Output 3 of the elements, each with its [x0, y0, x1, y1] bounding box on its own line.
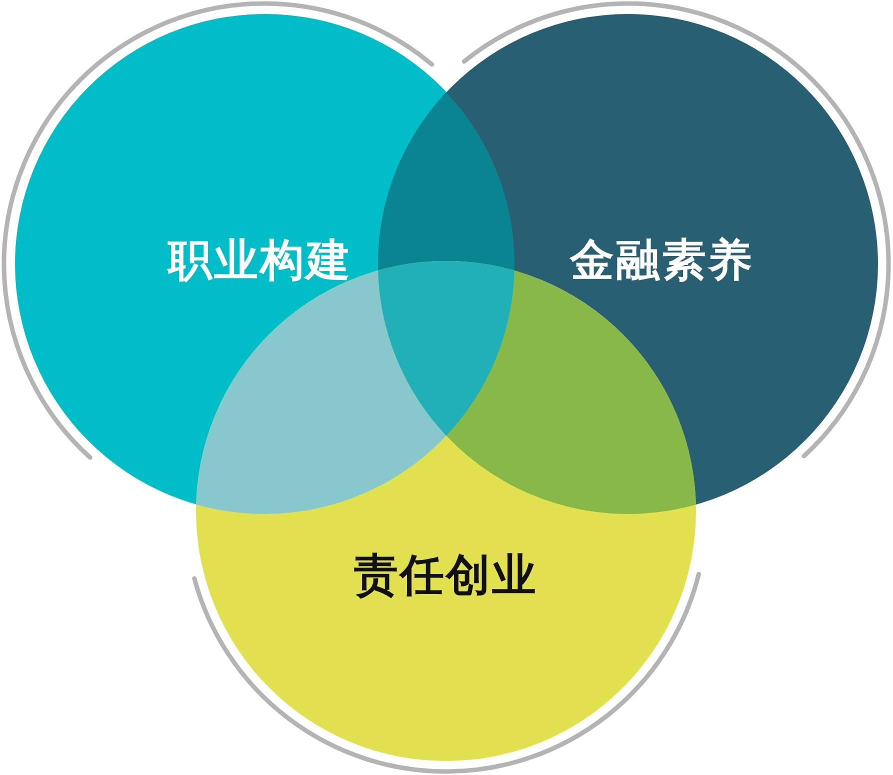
- circle-label: 责任创业: [354, 554, 538, 598]
- circle-label: 职业构建: [168, 239, 352, 283]
- circle-label: 金融素养: [570, 239, 754, 283]
